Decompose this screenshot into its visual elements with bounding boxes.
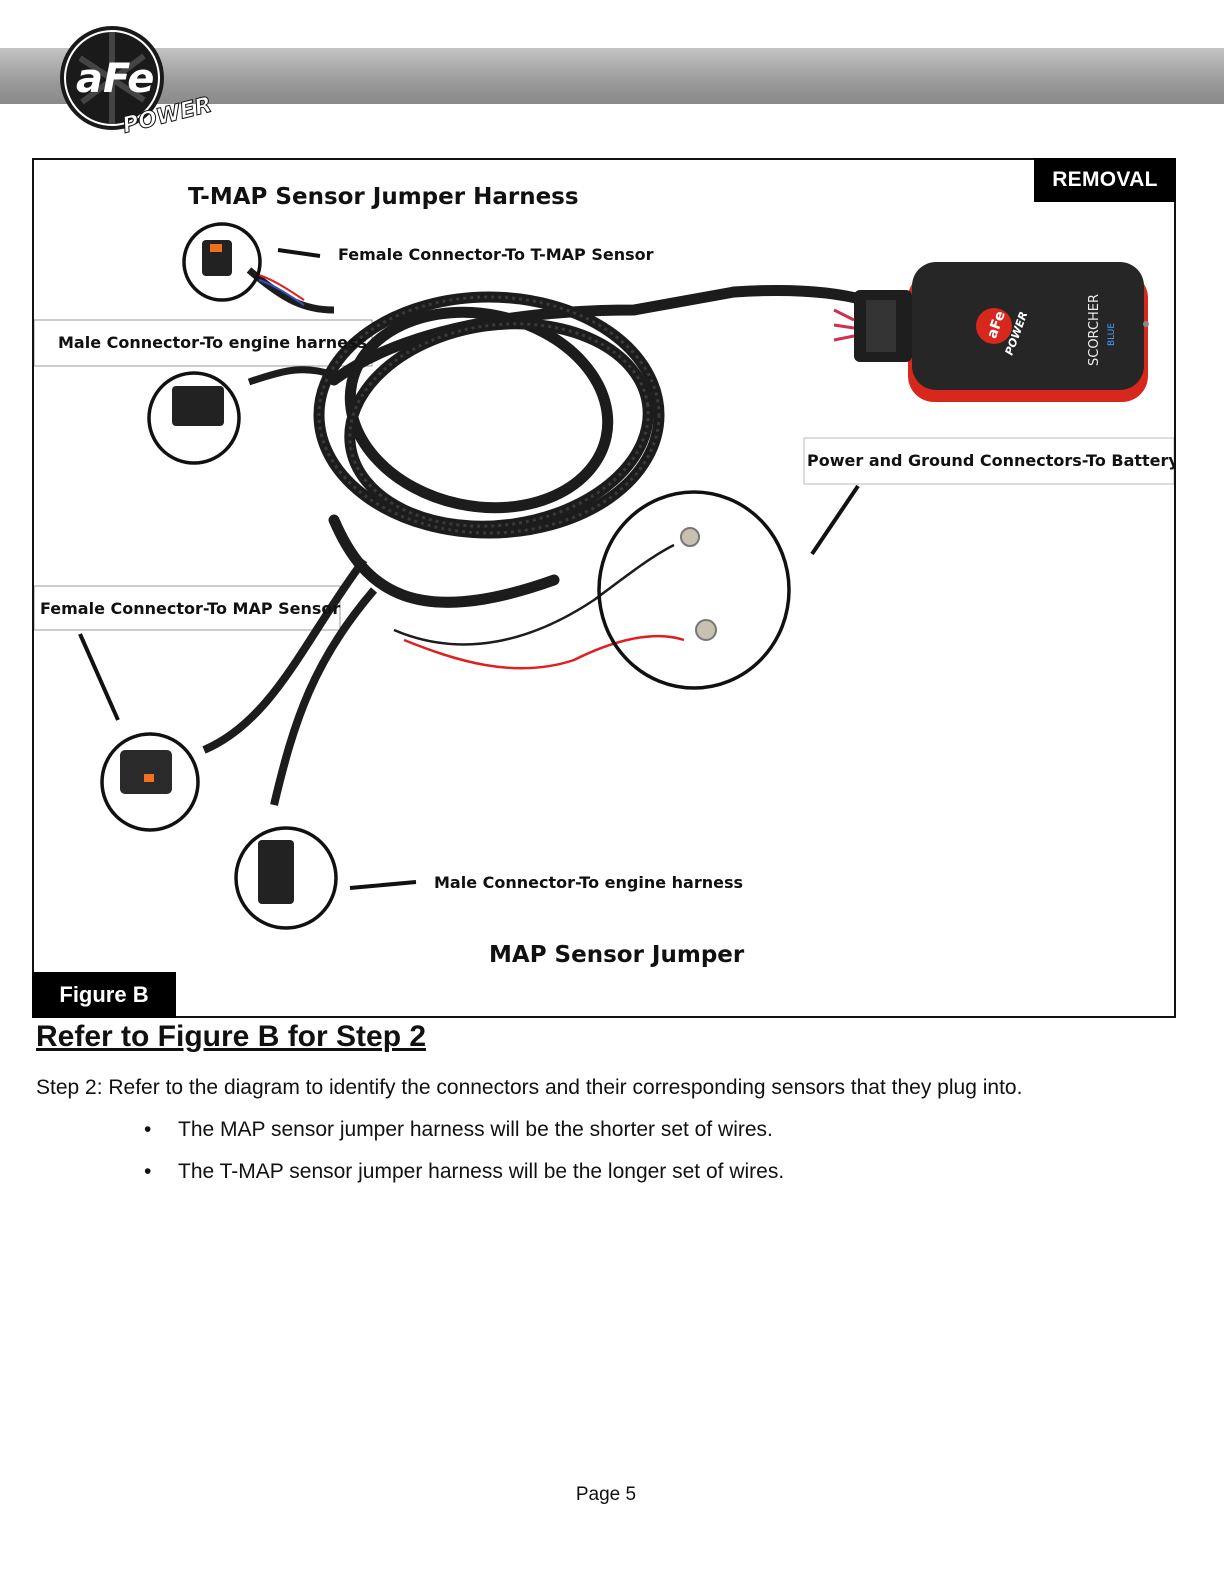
leader-female-map (78, 633, 120, 721)
figure-label-tab: Figure B (32, 972, 176, 1018)
male-engine-connector-bottom (258, 840, 294, 904)
ring-terminal-ground (680, 527, 700, 547)
bullet-dot-icon: • (144, 1118, 152, 1141)
header-bar (0, 48, 1224, 104)
list-item: • The T-MAP sensor jumper harness will b… (140, 1160, 784, 1202)
label-male-engine-bottom: Male Connector-To engine harness (434, 873, 743, 892)
label-female-tmap: Female Connector-To T-MAP Sensor (338, 245, 654, 264)
bullet-text: The MAP sensor jumper harness will be th… (178, 1118, 773, 1141)
callout-circle-female-map (100, 732, 200, 832)
module-product-sub: BLUE (1107, 323, 1117, 346)
leader-power (810, 484, 860, 556)
callout-circle-female-tmap (182, 222, 262, 302)
female-tmap-connector (202, 240, 232, 276)
power-wire (403, 634, 685, 670)
module-product: SCORCHER (1087, 294, 1102, 366)
logo-text: aFe (76, 56, 154, 102)
label-box-power (803, 437, 1174, 485)
removal-tab: REMOVAL (1034, 158, 1176, 202)
bullet-dot-icon: • (144, 1160, 152, 1183)
callout-circle-male-bottom (234, 826, 338, 930)
bullet-text: The T-MAP sensor jumper harness will be … (178, 1160, 785, 1183)
list-item: • The MAP sensor jumper harness will be … (140, 1118, 784, 1160)
section-heading: Refer to Figure B for Step 2 (36, 1020, 427, 1053)
bullet-list: • The MAP sensor jumper harness will be … (140, 1118, 784, 1202)
title-tmap-harness: T-MAP Sensor Jumper Harness (188, 184, 579, 210)
ring-terminal-power (695, 619, 717, 641)
ground-wire (393, 543, 675, 646)
label-female-map: Female Connector-To MAP Sensor (40, 599, 340, 618)
title-map-jumper: MAP Sensor Jumper (489, 942, 745, 968)
label-power-ground: Power and Ground Connectors-To Battery (807, 451, 1174, 470)
callout-circle-male-top (147, 371, 241, 465)
step-2-text: Step 2: Refer to the diagram to identify… (36, 1076, 1023, 1099)
harness-diagram: aFe POWER SCORCHER BLUE T-MAP Sensor Jum… (34, 184, 1174, 968)
figure-b-panel: aFe POWER SCORCHER BLUE T-MAP Sensor Jum… (32, 158, 1176, 1018)
label-male-engine-top: Male Connector-To engine harness (58, 333, 367, 352)
label-box-female-map (34, 585, 341, 631)
page-number: Page 5 (575, 1484, 637, 1505)
afe-power-logo: aFe POWER (60, 26, 215, 136)
female-map-connector (120, 750, 172, 794)
male-engine-connector-top (172, 386, 224, 426)
scorcher-module: aFe POWER SCORCHER BLUE (833, 262, 1149, 402)
callout-circle-power (597, 490, 791, 690)
leader-male-bottom (349, 880, 417, 890)
leader-female-tmap (277, 248, 321, 258)
